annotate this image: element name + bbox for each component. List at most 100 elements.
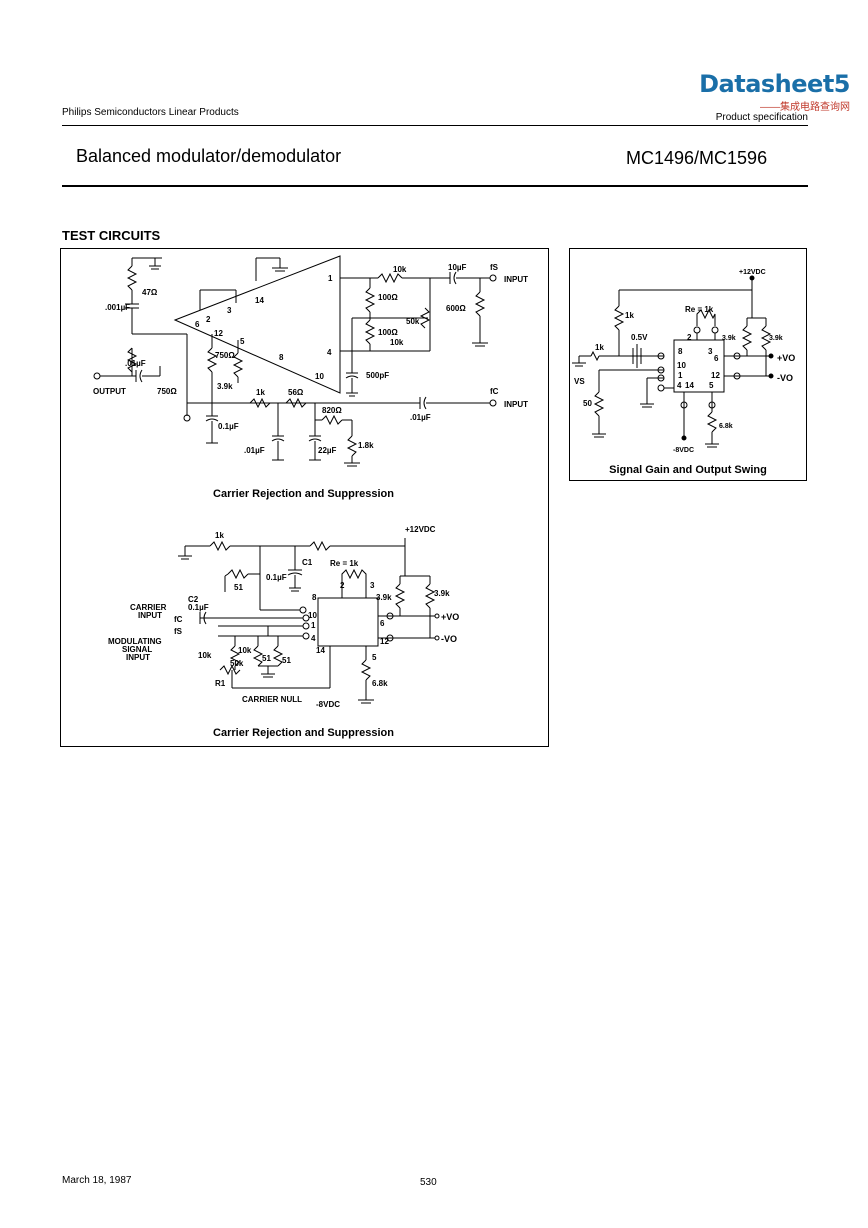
c1-label-input2: INPUT xyxy=(504,400,528,409)
c1-label-r750b: 750Ω xyxy=(157,387,177,396)
c1-label-c10: 10µF xyxy=(448,263,467,272)
c2-label-von: -VO xyxy=(777,373,793,383)
c3-label-r10kb: 10k xyxy=(238,646,252,655)
c3-label-vop: +VO xyxy=(441,612,459,622)
c1-label-output: OUTPUT xyxy=(93,387,126,396)
c1-label-c01b: .01µF xyxy=(410,413,431,422)
c2-label-r39a: 3.9k xyxy=(722,335,736,342)
c1-pin-3: 3 xyxy=(227,306,232,315)
c3-label-r51a: 51 xyxy=(234,583,243,592)
c1-label-r10kb: 10k xyxy=(390,338,404,347)
c1-label-r100b: 100Ω xyxy=(378,328,398,337)
c3-label-c2v: 0.1µF xyxy=(188,603,209,612)
c3-label-mod3: INPUT xyxy=(126,653,150,662)
c3-label-c1v: 0.1µF xyxy=(266,573,287,582)
c1-label-r39: 3.9k xyxy=(217,382,233,391)
c1-label-c01c: .01µF xyxy=(244,446,265,455)
c1-label-r1k: 1k xyxy=(256,388,265,397)
c3-label-mod2: SIGNAL xyxy=(122,645,152,654)
c2-label-vop: +VO xyxy=(777,353,795,363)
c3-pin-10: 10 xyxy=(308,611,317,620)
part-number: MC1496/MC1596 xyxy=(626,148,768,168)
c3-pin-12: 12 xyxy=(380,637,389,646)
c3-label-fc: fC xyxy=(174,615,183,624)
c3-pin-3: 3 xyxy=(370,581,375,590)
c2-label-r39b: 3.9k xyxy=(769,335,783,342)
c1-label-r820: 820Ω xyxy=(322,406,342,415)
circuit-3-caption: Carrier Rejection and Suppression xyxy=(213,727,394,739)
c3-pin-6: 6 xyxy=(380,619,385,628)
c2-pin-5: 5 xyxy=(709,381,714,390)
c3-label-vcc: +12VDC xyxy=(405,525,436,534)
c3-label-r68: 6.8k xyxy=(372,679,388,688)
c3-label-r10ka: 10k xyxy=(198,651,212,660)
c1-label-r10ka: 10k xyxy=(393,265,407,274)
c1-label-r56: 56Ω xyxy=(288,388,304,397)
c2-label-vee: -8VDC xyxy=(673,447,694,454)
footer-page-number: 530 xyxy=(420,1177,437,1188)
c3-label-null: CARRIER NULL xyxy=(242,695,302,704)
c3-label-fs: fS xyxy=(174,627,183,636)
c1-pin-6: 6 xyxy=(195,320,200,329)
footer-date: March 18, 1987 xyxy=(62,1175,132,1186)
c1-label-c500: 500pF xyxy=(366,371,389,380)
c1-label-r600: 600Ω xyxy=(446,304,466,313)
c1-pin-10: 10 xyxy=(315,372,324,381)
c1-label-c001: .001µF xyxy=(105,303,130,312)
c1-pin-4: 4 xyxy=(327,348,332,357)
c3-label-vee: -8VDC xyxy=(316,700,340,709)
c2-ic-body xyxy=(673,339,725,393)
c2-pin-4: 4 xyxy=(677,381,682,390)
right-circuit-box xyxy=(569,248,807,481)
c2-pin-3: 3 xyxy=(708,347,713,356)
c3-label-r51b: 51 xyxy=(262,654,271,663)
c1-pin-1: 1 xyxy=(328,274,333,283)
circuit-2-schematic: +12VDC Re = 1k 1k 1k 0.5V VS 50 3.9k 3.9… xyxy=(572,269,795,454)
circuit-1-caption: Carrier Rejection and Suppression xyxy=(213,488,394,500)
circuit-2-caption: Signal Gain and Output Swing xyxy=(609,464,767,476)
c2-pin-8: 8 xyxy=(678,347,683,356)
c2-pin-6: 6 xyxy=(714,354,719,363)
c2-pin-12: 12 xyxy=(711,371,720,380)
c2-label-r1ka: 1k xyxy=(625,311,634,320)
page-title: Balanced modulator/demodulator xyxy=(76,146,342,166)
c3-label-r51c: 51 xyxy=(282,656,291,665)
c3-label-r1k: 1k xyxy=(215,531,224,540)
c3-pin-4: 4 xyxy=(311,634,316,643)
company-name: Philips Semiconductors Linear Products xyxy=(62,107,239,118)
c1-pin-2: 2 xyxy=(206,315,211,324)
watermark-name: Datasheet5 xyxy=(699,70,850,98)
c2-pin-14: 14 xyxy=(685,381,694,390)
c2-label-r1kb: 1k xyxy=(595,343,604,352)
doc-type: Product specification xyxy=(715,112,808,123)
c2-label-re: Re = 1k xyxy=(685,305,714,314)
c1-label-r750a: 750Ω xyxy=(215,351,235,360)
c2-pin-1: 1 xyxy=(678,371,683,380)
circuit-3-schematic: 1k +12VDC C1 0.1µF Re = 1k 51 C2 0.1µF C… xyxy=(108,525,459,709)
c1-label-input1: INPUT xyxy=(504,275,528,284)
c3-label-r39a: 3.9k xyxy=(376,593,392,602)
c3-pin-1: 1 xyxy=(311,621,316,630)
c3-label-c2: C2 xyxy=(188,595,199,604)
c3-pin-8: 8 xyxy=(312,593,317,602)
header-rule-bottom xyxy=(62,185,808,187)
c3-ic-body xyxy=(317,597,379,647)
c3-pin-5: 5 xyxy=(372,653,377,662)
c1-label-r47: 47Ω xyxy=(142,288,158,297)
c2-label-vcc: +12VDC xyxy=(739,269,766,276)
c1-label-r18: 1.8k xyxy=(358,441,374,450)
c1-label-fc: fC xyxy=(490,387,499,396)
c3-label-carrier: CARRIER xyxy=(130,603,167,612)
c3-label-carrier-input: INPUT xyxy=(138,611,162,620)
c3-pin-14: 14 xyxy=(316,646,325,655)
c3-label-von: -VO xyxy=(441,634,457,644)
c2-label-r68: 6.8k xyxy=(719,423,733,430)
modulator-triangle xyxy=(173,255,341,394)
c3-pin-2: 2 xyxy=(340,581,345,590)
c3-label-re: Re = 1k xyxy=(330,559,359,568)
c1-label-c22: 22µF xyxy=(318,446,337,455)
c2-pin-10: 10 xyxy=(677,361,686,370)
c2-label-vs: VS xyxy=(574,377,585,386)
c1-label-r50k: 50k xyxy=(406,317,420,326)
c1-pin-8: 8 xyxy=(279,353,284,362)
